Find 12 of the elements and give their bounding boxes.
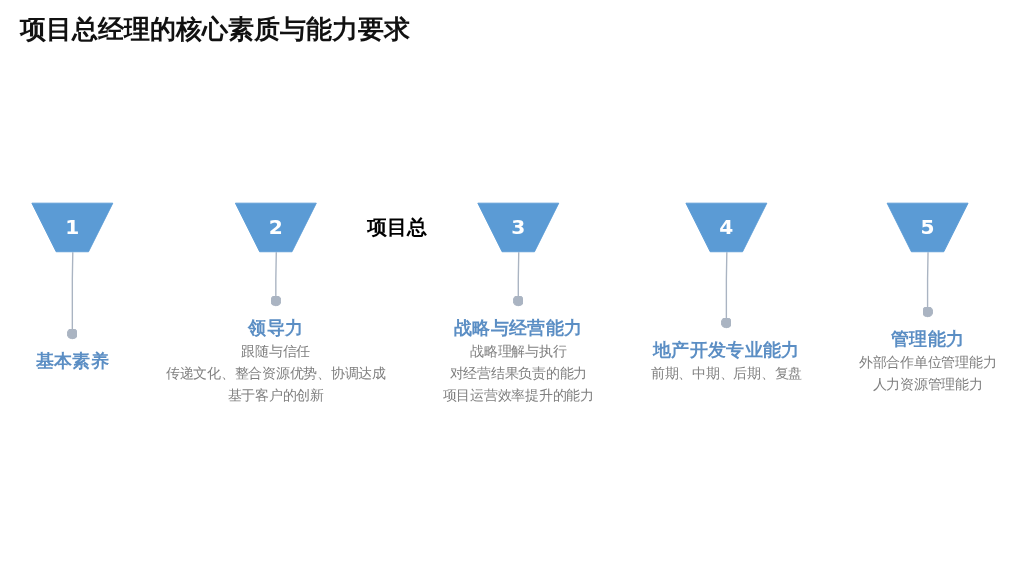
connector	[922, 251, 934, 319]
node-text: 地产开发专业能力 前期、中期、后期、复盘	[650, 338, 802, 382]
diagram-title: 项目总经理的核心素质与能力要求	[20, 13, 410, 46]
connector	[270, 251, 282, 308]
node-text: 领导力 跟随与信任 传递文化、整合资源优势、协调达成 基于客户的创新	[165, 316, 386, 404]
connector	[66, 251, 78, 341]
connector	[512, 251, 524, 308]
node-text: 管理能力 外部合作单位管理能力 人力资源管理能力	[858, 327, 997, 393]
node-text: 项目总	[366, 216, 428, 239]
connector	[720, 251, 732, 330]
node-text: 基本素养	[35, 349, 109, 372]
node-text: 战略与经营能力 战略理解与执行 对经营结果负责的能力 项目运营效率提升的能力	[442, 316, 594, 404]
